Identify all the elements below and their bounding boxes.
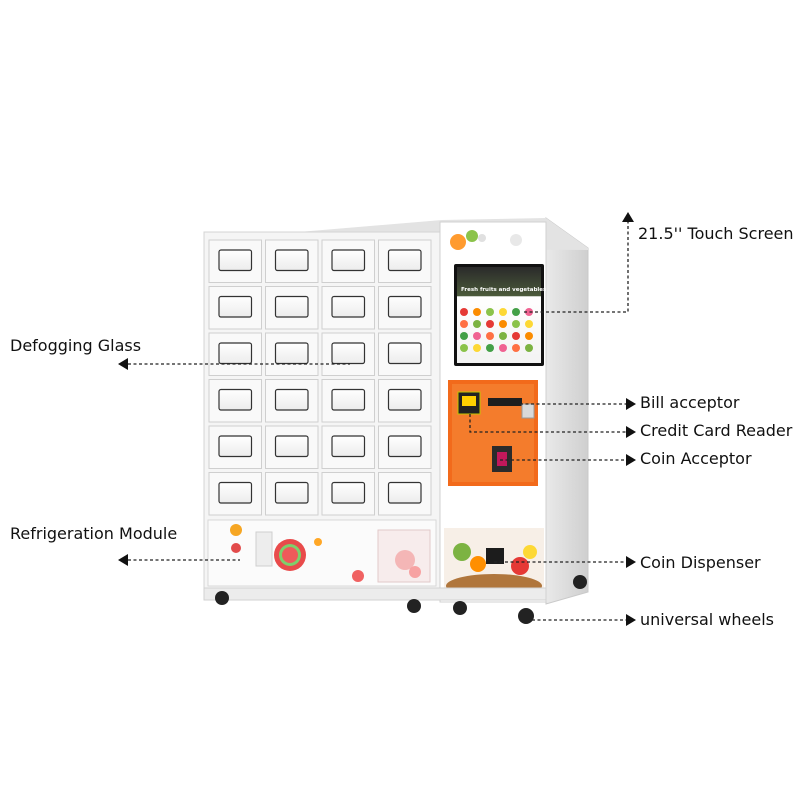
label-coin-dispenser: Coin Dispenser [640, 553, 761, 572]
locker-window [331, 249, 366, 272]
screen-product-tile [525, 332, 533, 340]
locker-window [218, 388, 253, 411]
screen-product-tile [486, 308, 494, 316]
locker-window [331, 481, 366, 504]
locker-window [218, 481, 253, 504]
screen-product-tile [512, 308, 520, 316]
screen-product-tile [473, 332, 481, 340]
locker-door [378, 239, 432, 283]
callout-arrowheads [118, 212, 636, 626]
screen-product-tile [512, 320, 520, 328]
locker-window [331, 295, 366, 318]
locker-window [274, 481, 309, 504]
screen-product-tile [512, 344, 520, 352]
label-refrigeration-module: Refrigeration Module [10, 524, 178, 543]
locker-window [387, 481, 422, 504]
screen-product-tile [486, 344, 494, 352]
arrow-coin-dispenser [626, 556, 636, 568]
tower-top-graphic [450, 230, 522, 250]
label-coin-acceptor: Coin Acceptor [640, 449, 752, 468]
locker-grid [208, 239, 432, 516]
arrow-credit-card-reader [626, 426, 636, 438]
locker-window [387, 342, 422, 365]
locker-window [387, 388, 422, 411]
callout-touch-screen [524, 222, 629, 313]
locker-window [274, 295, 309, 318]
screen-product-tile [473, 320, 481, 328]
label-defogging-glass: Defogging Glass [10, 336, 142, 355]
arrow-touch-screen [622, 212, 634, 222]
locker-window [387, 249, 422, 272]
screen-product-tile [525, 344, 533, 352]
screen-product-tile [499, 344, 507, 352]
locker-window [274, 249, 309, 272]
locker-window [218, 342, 253, 365]
screen-product-tile [499, 320, 507, 328]
screen-product-tile [473, 344, 481, 352]
locker-window [387, 435, 422, 458]
label-bill-acceptor: Bill acceptor [640, 393, 740, 412]
arrow-defogging-glass [118, 358, 128, 370]
screen-product-tile [499, 332, 507, 340]
callout-lines [128, 222, 629, 621]
locker-window [331, 388, 366, 411]
arrow-coin-acceptor [626, 454, 636, 466]
label-credit-card-reader: Credit Card Reader [640, 421, 793, 440]
locker-window [274, 435, 309, 458]
screen-product-tile [525, 308, 533, 316]
touch-screen-text: Fresh fruits and vegetables [461, 287, 547, 293]
tower-lower-graphic [444, 528, 544, 598]
payment-panel [448, 380, 538, 486]
arrow-refrigeration-module [118, 554, 128, 566]
locker-window [218, 295, 253, 318]
screen-product-tile [499, 308, 507, 316]
screen-product-tile [486, 320, 494, 328]
locker-window [218, 435, 253, 458]
cabinet-side-panel [545, 217, 589, 605]
screen-product-tile [460, 332, 468, 340]
arrow-bill-acceptor [626, 398, 636, 410]
screen-product-tile [460, 320, 468, 328]
screen-product-tile [486, 332, 494, 340]
locker-window [331, 342, 366, 365]
screen-product-tiles [460, 308, 533, 352]
cabinet-base [203, 587, 547, 601]
screen-product-tile [525, 320, 533, 328]
touch-screen: Fresh fruits and vegetables [454, 264, 547, 366]
screen-product-tile [473, 308, 481, 316]
arrow-universal-wheels [626, 614, 636, 626]
locker-window [274, 342, 309, 365]
label-universal-wheels: universal wheels [640, 610, 774, 629]
refrigeration-module-panel [207, 519, 437, 587]
locker-window [218, 249, 253, 272]
screen-product-tile [460, 344, 468, 352]
label-touch-screen: 21.5'' Touch Screen [638, 224, 794, 243]
locker-window [274, 388, 309, 411]
universal-wheels [215, 575, 587, 624]
bill-acceptor [488, 398, 522, 406]
coin-dispenser [486, 548, 504, 564]
locker-window [387, 295, 422, 318]
locker-window [331, 435, 366, 458]
screen-product-tile [512, 332, 520, 340]
screen-product-tile [460, 308, 468, 316]
callout-credit-card-reader [469, 414, 628, 433]
